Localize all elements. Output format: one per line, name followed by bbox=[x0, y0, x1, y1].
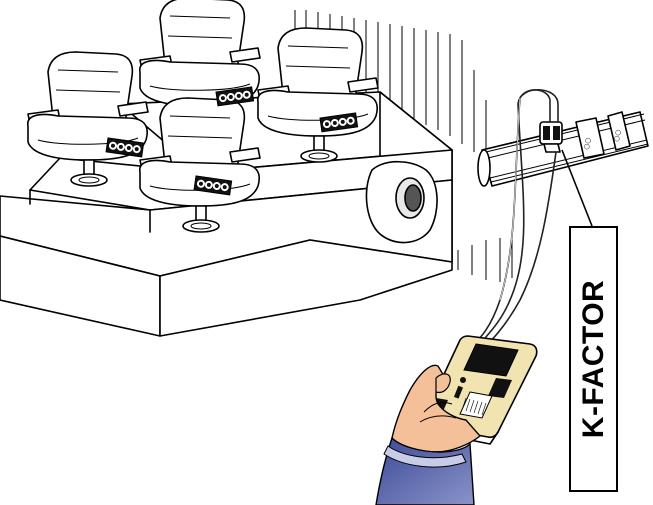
sensor-clip-icon bbox=[539, 121, 563, 153]
svg-text:○○: ○○ bbox=[582, 137, 592, 151]
k-factor-label: K-FACTOR bbox=[576, 279, 610, 439]
handheld-meter-icon bbox=[422, 335, 538, 445]
meter-cables bbox=[473, 89, 559, 347]
svg-text:○○: ○○ bbox=[612, 129, 622, 143]
hand-icon bbox=[375, 364, 482, 505]
callout-leader bbox=[561, 149, 593, 227]
pipe: ○○ ○○ bbox=[477, 111, 649, 187]
duct-icon bbox=[365, 160, 438, 244]
k-factor-callout: K-FACTOR bbox=[569, 226, 618, 492]
